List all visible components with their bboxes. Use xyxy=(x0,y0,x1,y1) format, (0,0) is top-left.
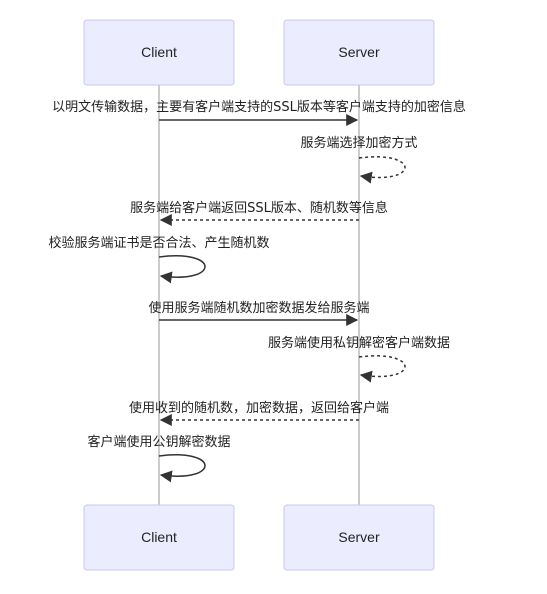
message-6: 服务端使用私钥解密客户端数据 xyxy=(268,335,450,383)
message-5: 使用服务端随机数加密数据发给服务端 xyxy=(148,300,370,326)
message-3: 服务端给客户端返回SSL版本、随机数等信息 xyxy=(130,200,388,226)
server-actor-label: Server xyxy=(338,44,380,60)
server-actor-label: Server xyxy=(338,529,380,545)
message-8: 客户端使用公钥解密数据 xyxy=(87,434,231,483)
message-4: 校验服务端证书是否合法、产生随机数 xyxy=(48,235,270,284)
server-actor-top: Server xyxy=(283,19,435,86)
message-label: 使用收到的随机数，加密数据，返回给客户端 xyxy=(129,400,389,416)
message-2: 服务端选择加密方式 xyxy=(300,135,418,184)
message-label: 使用服务端随机数加密数据发给服务端 xyxy=(148,300,369,316)
message-label: 客户端使用公钥解密数据 xyxy=(87,434,230,450)
self-message-arrow xyxy=(358,355,406,383)
client-actor-top: Client xyxy=(83,19,235,86)
message-label: 服务端给客户端返回SSL版本、随机数等信息 xyxy=(130,200,388,216)
client-actor-label: Client xyxy=(141,44,177,60)
client-actor-bottom: Client xyxy=(83,504,235,571)
client-actor-label: Client xyxy=(141,529,177,545)
self-message-arrow xyxy=(358,156,406,184)
self-message-arrow xyxy=(158,454,206,483)
message-1: 以明文传输数据，主要有客户端支持的SSL版本等客户端支持的加密信息 xyxy=(52,99,466,126)
message-label: 以明文传输数据，主要有客户端支持的SSL版本等客户端支持的加密信息 xyxy=(52,99,466,115)
self-message-arrow xyxy=(158,255,206,284)
message-7: 使用收到的随机数，加密数据，返回给客户端 xyxy=(129,400,389,426)
message-label: 校验服务端证书是否合法、产生随机数 xyxy=(48,235,269,251)
message-label: 服务端使用私钥解密客户端数据 xyxy=(268,335,450,351)
server-actor-bottom: Server xyxy=(283,504,435,571)
message-label: 服务端选择加密方式 xyxy=(300,135,417,151)
